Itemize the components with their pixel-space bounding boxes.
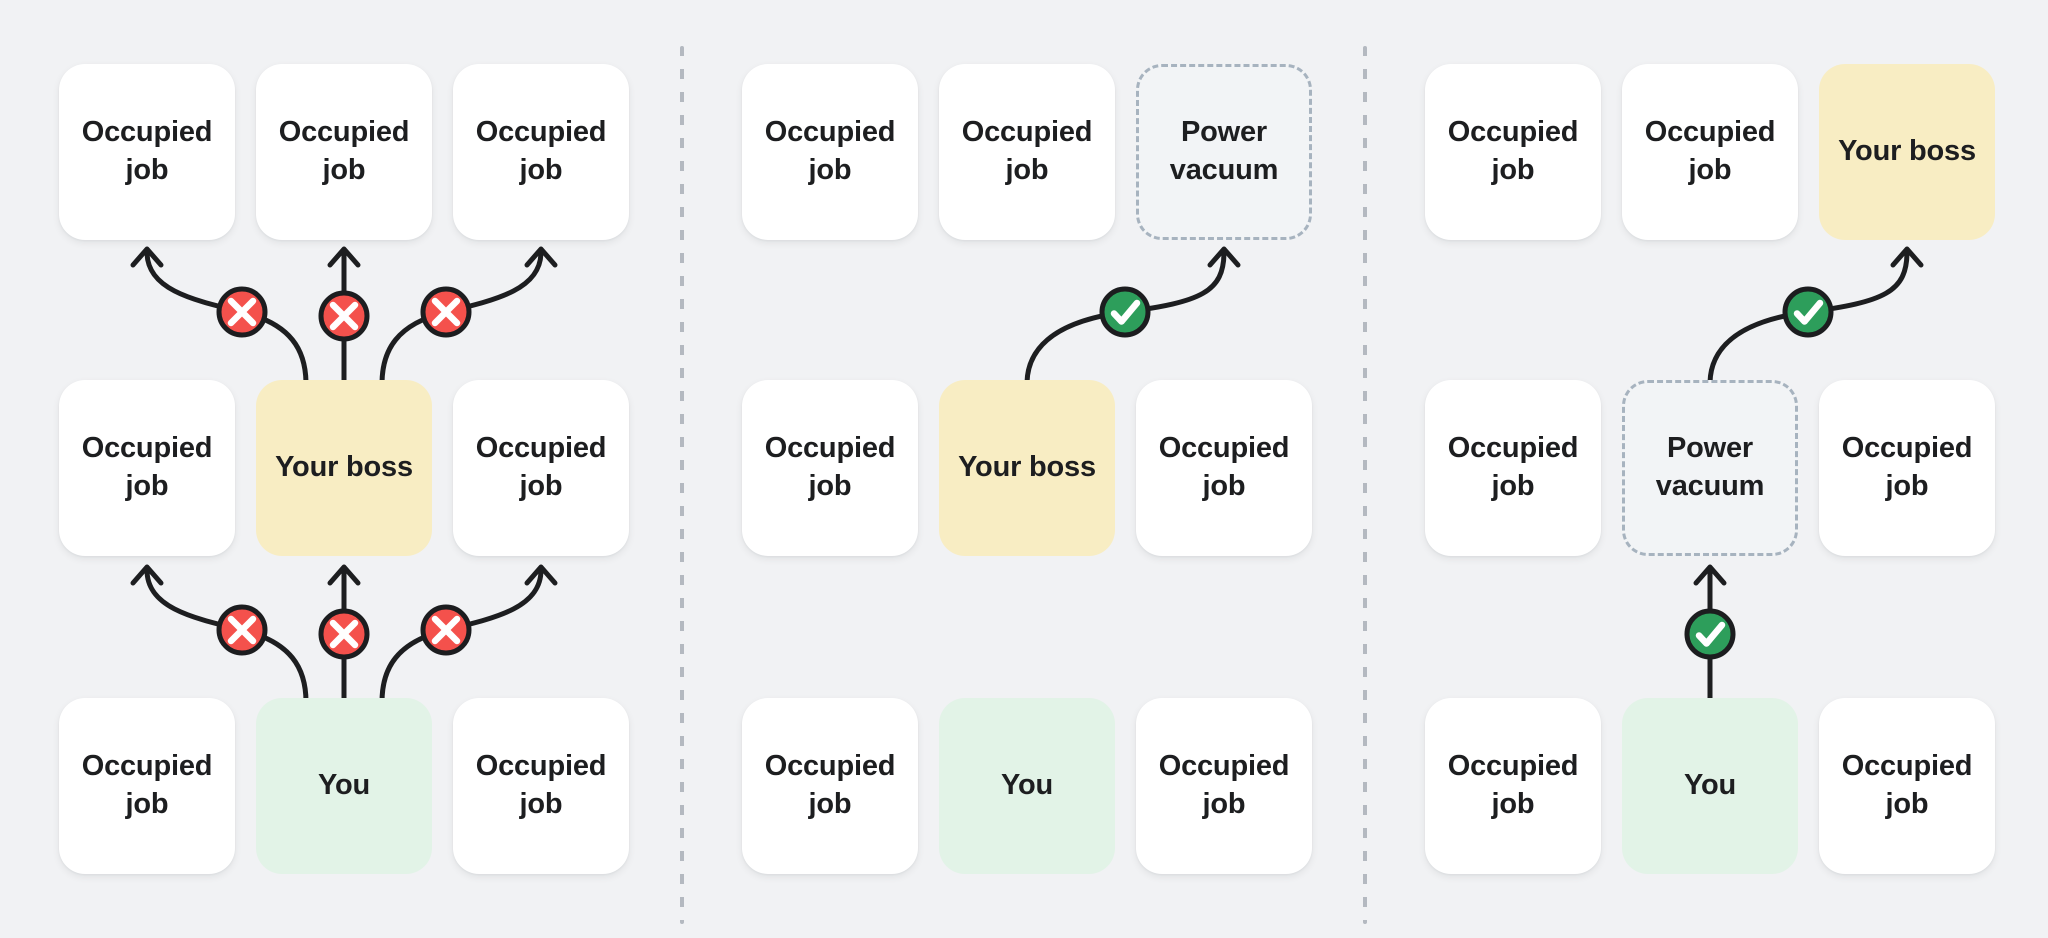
arrowhead-icon	[130, 564, 164, 586]
card-occupied-job: Occupied job	[59, 698, 235, 874]
card-occupied-job: Occupied job	[256, 64, 432, 240]
arrow-boss-to-top-right	[379, 246, 558, 387]
arrow-vacuum-to-boss	[1707, 246, 1924, 387]
blocked-x-icon	[318, 290, 370, 342]
card-occupied-job: Occupied job	[742, 64, 918, 240]
allowed-check-icon	[1782, 286, 1834, 338]
card-your-boss: Your boss	[939, 380, 1115, 556]
blocked-x-icon	[216, 604, 268, 656]
arrow-you-to-mid-right	[379, 564, 558, 705]
card-you: You	[256, 698, 432, 874]
card-you: You	[939, 698, 1115, 874]
card-power-vacuum: Power vacuum	[1136, 64, 1312, 240]
arrow-boss-to-top-center	[327, 246, 361, 387]
arrowhead-icon	[1207, 246, 1241, 268]
arrowhead-icon	[1890, 246, 1924, 268]
arrow-shaft	[144, 567, 309, 705]
arrow-shaft	[379, 249, 544, 387]
card-occupied-job: Occupied job	[1136, 698, 1312, 874]
panel-divider	[680, 46, 684, 924]
arrow-you-to-vacuum	[1693, 564, 1727, 705]
card-occupied-job: Occupied job	[742, 380, 918, 556]
card-occupied-job: Occupied job	[1425, 380, 1601, 556]
card-your-boss: Your boss	[256, 380, 432, 556]
arrowhead-icon	[1693, 564, 1727, 586]
blocked-x-icon	[420, 286, 472, 338]
card-occupied-job: Occupied job	[453, 64, 629, 240]
card-occupied-job: Occupied job	[1425, 64, 1601, 240]
arrow-boss-to-power-vacuum	[1024, 246, 1241, 387]
arrowhead-icon	[327, 246, 361, 268]
card-occupied-job: Occupied job	[939, 64, 1115, 240]
panel-all-jobs-occupied: Occupied job Occupied job Occupied job O…	[0, 0, 682, 938]
blocked-x-icon	[420, 604, 472, 656]
card-you: You	[1622, 698, 1798, 874]
card-occupied-job: Occupied job	[1622, 64, 1798, 240]
blocked-x-icon	[318, 608, 370, 660]
arrowhead-icon	[524, 564, 558, 586]
panel-divider	[1363, 46, 1367, 924]
card-your-boss: Your boss	[1819, 64, 1995, 240]
card-occupied-job: Occupied job	[742, 698, 918, 874]
arrow-you-to-mid-left	[130, 564, 309, 705]
arrow-shaft	[1024, 249, 1227, 387]
card-occupied-job: Occupied job	[1136, 380, 1312, 556]
allowed-check-icon	[1684, 608, 1736, 660]
card-occupied-job: Occupied job	[59, 64, 235, 240]
panel-boss-moves-up: Occupied job Occupied job Power vacuum O…	[683, 0, 1365, 938]
arrow-shaft	[144, 249, 309, 387]
card-occupied-job: Occupied job	[453, 380, 629, 556]
card-occupied-job: Occupied job	[1425, 698, 1601, 874]
card-power-vacuum: Power vacuum	[1622, 380, 1798, 556]
arrow-shaft	[1707, 249, 1910, 387]
blocked-x-icon	[216, 286, 268, 338]
arrowhead-icon	[524, 246, 558, 268]
allowed-check-icon	[1099, 286, 1151, 338]
card-occupied-job: Occupied job	[1819, 698, 1995, 874]
arrowhead-icon	[130, 246, 164, 268]
arrow-shaft	[379, 567, 544, 705]
arrowhead-icon	[327, 564, 361, 586]
arrow-boss-to-top-left	[130, 246, 309, 387]
arrow-you-to-boss	[327, 564, 361, 705]
card-occupied-job: Occupied job	[1819, 380, 1995, 556]
card-occupied-job: Occupied job	[59, 380, 235, 556]
card-occupied-job: Occupied job	[453, 698, 629, 874]
panel-you-move-up: Occupied job Occupied job Your boss Occu…	[1366, 0, 2048, 938]
